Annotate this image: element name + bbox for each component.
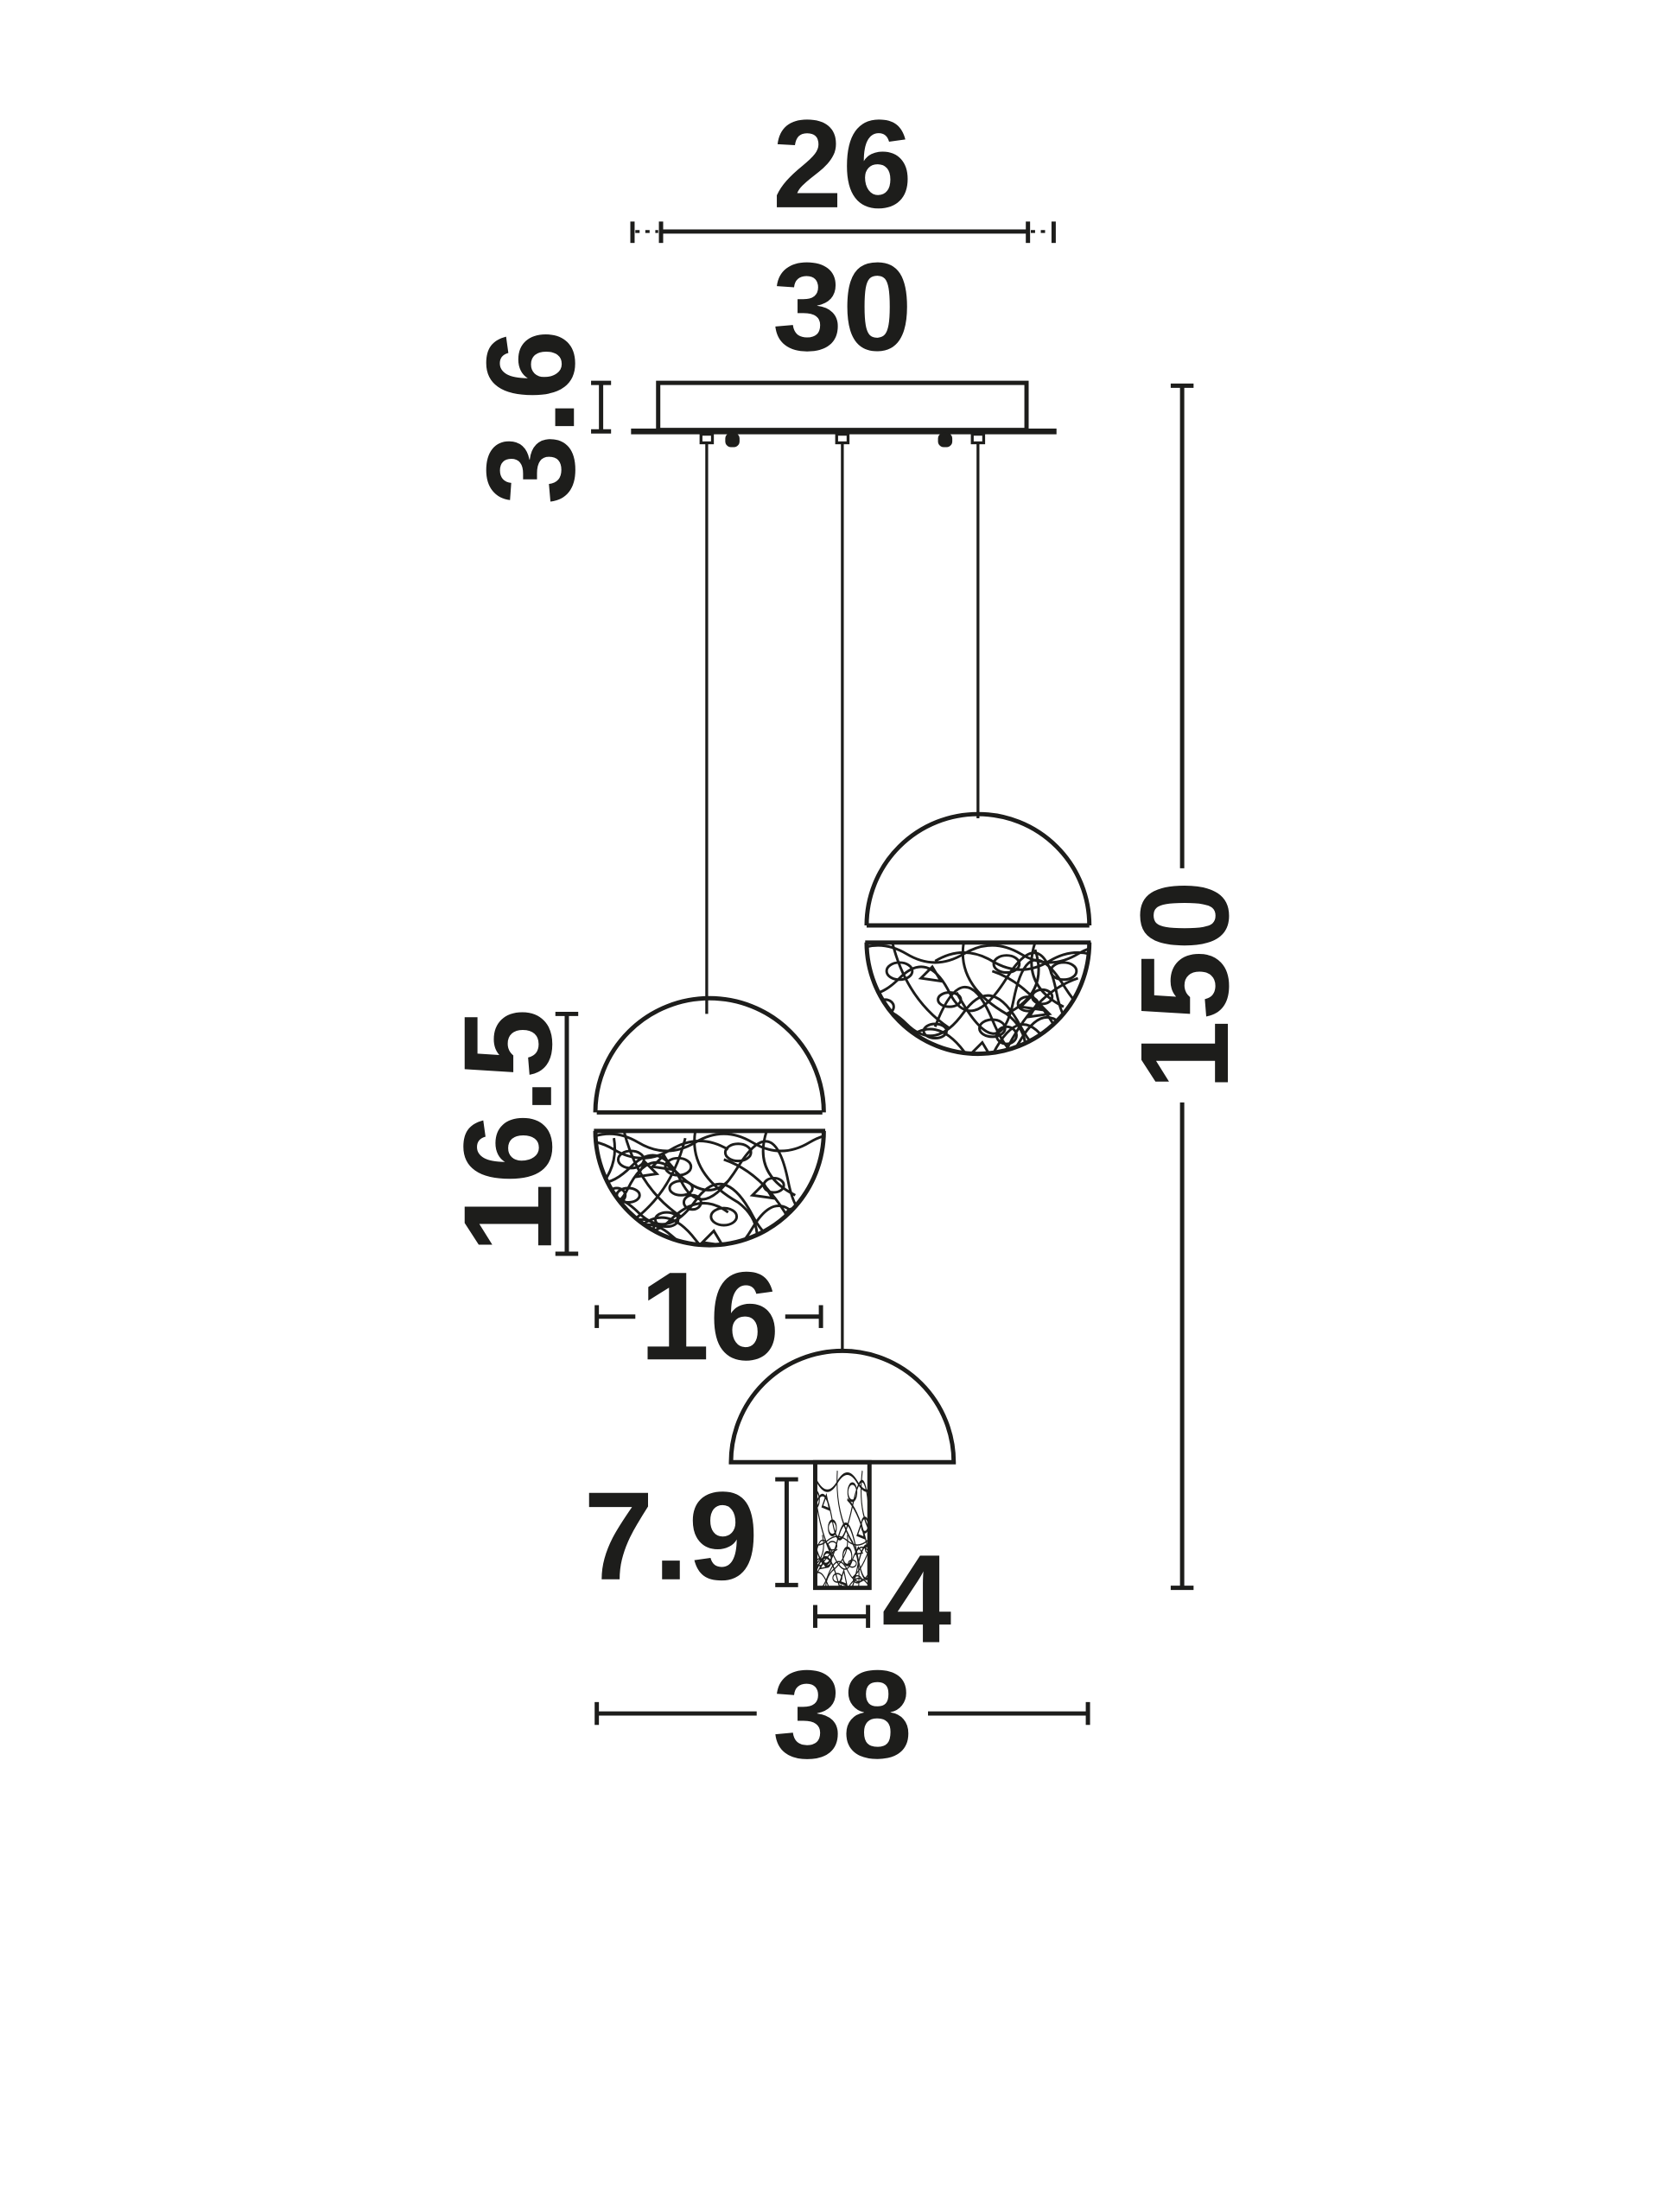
dimension-line-38 (594, 1701, 1090, 1726)
pendant-dome-center (728, 1348, 957, 1591)
dimension-line-16 (594, 1305, 823, 1328)
dimension-label-38: 38 (772, 1643, 912, 1784)
dimension-label-3-6: 3.6 (460, 330, 601, 505)
dimension-label-7-9: 7.9 (584, 1465, 759, 1606)
dimension-line-4 (812, 1605, 871, 1628)
dimension-line-3-6 (591, 380, 612, 434)
dimension-line-26 (630, 221, 1056, 244)
dimension-label-150: 150 (1114, 880, 1255, 1090)
suspension-cords (705, 442, 980, 1350)
dimension-label-16: 16 (639, 1245, 779, 1386)
dimension-label-16-5: 16.5 (437, 1008, 578, 1253)
pendant-sphere-left (593, 995, 826, 1248)
dimension-label-26: 26 (772, 93, 912, 234)
dimension-label-30: 30 (772, 236, 912, 377)
pendant-sphere-right (864, 811, 1092, 1057)
dimension-line-16-5 (555, 1011, 579, 1256)
ceiling-canopy (631, 380, 1057, 448)
dimension-line-150 (1170, 383, 1194, 1591)
dimension-line-7-9 (775, 1477, 798, 1587)
dimension-label-4: 4 (881, 1528, 951, 1669)
